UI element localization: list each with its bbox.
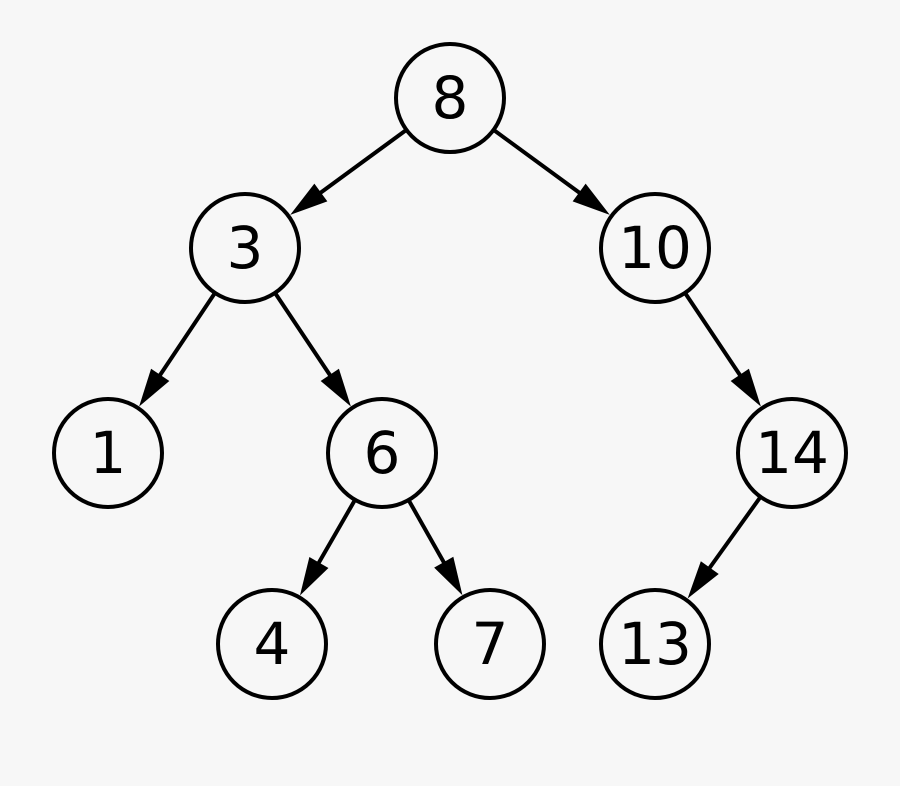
edge-n8-n3 — [290, 128, 408, 215]
node-label: 10 — [618, 214, 692, 282]
node-label: 13 — [618, 610, 692, 678]
tree-node-14: 14 — [736, 397, 848, 509]
tree-node-10: 10 — [599, 192, 711, 304]
edge-line — [406, 499, 448, 567]
node-label: 14 — [755, 419, 829, 487]
node-circle — [599, 588, 711, 700]
edge-line — [273, 291, 334, 380]
node-label: 3 — [227, 214, 264, 282]
tree-node-13: 13 — [599, 588, 711, 700]
node-circle — [52, 397, 164, 509]
arrowhead-icon — [299, 557, 329, 596]
node-circle — [599, 192, 711, 304]
node-circle — [394, 42, 506, 154]
node-circle — [189, 192, 301, 304]
node-circle — [326, 397, 438, 509]
node-circle — [216, 588, 328, 700]
tree-node-3: 3 — [189, 192, 301, 304]
arrowhead-icon — [687, 561, 719, 599]
node-circle — [736, 397, 848, 509]
edge-n14-n13 — [687, 495, 763, 599]
arrowhead-icon — [320, 368, 351, 407]
edge-line — [156, 291, 217, 380]
tree-node-7: 7 — [434, 588, 546, 700]
edge-line — [683, 291, 744, 380]
node-label: 6 — [364, 419, 401, 487]
edge-n6-n4 — [299, 498, 357, 596]
edges-layer — [139, 128, 763, 599]
arrowhead-icon — [572, 183, 610, 215]
node-circle — [434, 588, 546, 700]
edge-n3-n1 — [139, 291, 217, 407]
tree-node-1: 1 — [52, 397, 164, 509]
tree-node-8: 8 — [394, 42, 506, 154]
arrowhead-icon — [730, 368, 761, 407]
edge-line — [316, 128, 408, 197]
node-label: 8 — [432, 64, 469, 132]
node-label: 7 — [472, 610, 509, 678]
edge-line — [492, 128, 584, 197]
arrowhead-icon — [290, 183, 328, 215]
node-label: 1 — [90, 419, 127, 487]
node-label: 4 — [254, 610, 291, 678]
edge-line — [705, 495, 763, 573]
edge-n8-n10 — [492, 128, 610, 215]
edge-n3-n6 — [273, 291, 351, 407]
edge-n6-n7 — [406, 499, 463, 596]
arrowhead-icon — [434, 556, 463, 596]
edge-n10-n14 — [683, 291, 761, 407]
edge-line — [315, 498, 357, 568]
nodes-layer: 8 3 10 1 6 14 4 7 — [52, 42, 848, 700]
tree-node-6: 6 — [326, 397, 438, 509]
arrowhead-icon — [139, 368, 170, 407]
tree-node-4: 4 — [216, 588, 328, 700]
